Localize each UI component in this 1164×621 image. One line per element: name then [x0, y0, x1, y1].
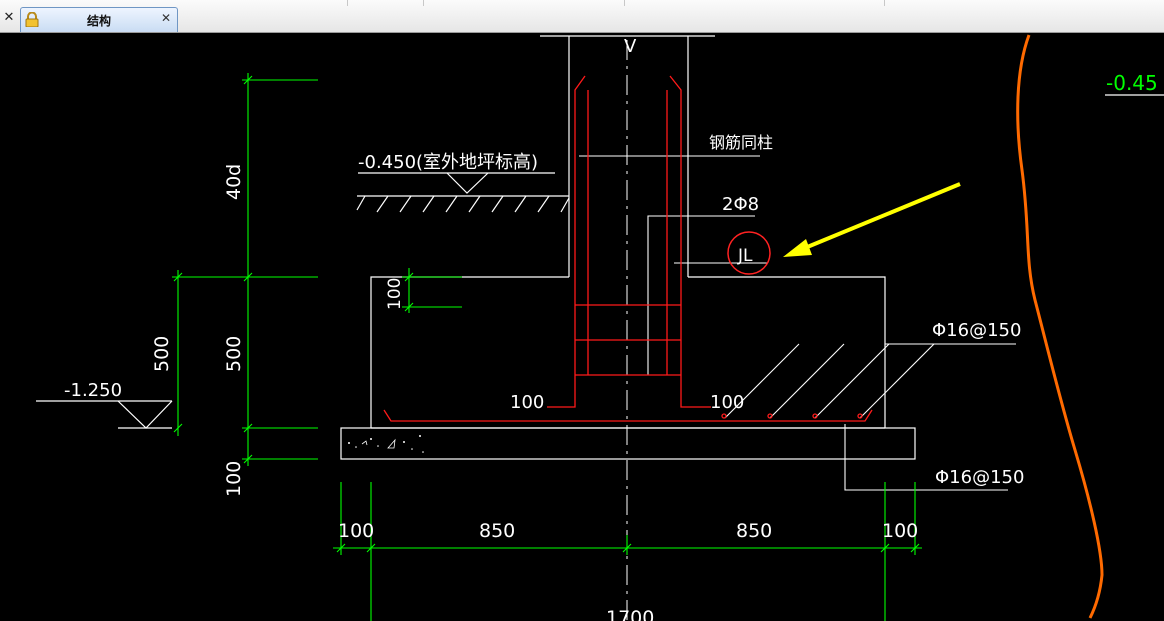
divider — [347, 0, 348, 6]
ground-line — [356, 195, 570, 213]
dimension-850-right: 850 — [736, 520, 772, 542]
dimension-1700: 1700 — [606, 607, 654, 621]
tab-structure[interactable]: 结构 ✕ — [20, 7, 178, 32]
divider — [884, 0, 885, 6]
dimension-500-mid: 500 — [223, 336, 245, 372]
rebar-bottom-label: Φ16@150 — [935, 467, 1024, 488]
concrete-hatch — [348, 435, 424, 453]
rebar-same-as-column-label: 钢筋同柱 — [709, 133, 773, 152]
dimension-lines-vertical — [172, 73, 462, 466]
hook-length-right: 100 — [710, 392, 744, 413]
dimension-40d: 40d — [223, 164, 245, 200]
rebar-top-label: Φ16@150 — [932, 320, 1021, 341]
tab-title: 结构 — [86, 14, 111, 28]
dimension-100-bottom-left: 100 — [223, 461, 245, 497]
lock-icon — [25, 12, 39, 27]
beam-mark-label: JL — [737, 246, 753, 266]
dimension-850-left: 850 — [479, 520, 515, 542]
elevation-outdoor-symbol — [358, 172, 555, 194]
dimension-100-bottom-a: 100 — [338, 520, 374, 542]
divider — [624, 0, 625, 6]
dimension-100-small: 100 — [385, 278, 405, 310]
close-icon[interactable]: ✕ — [3, 10, 15, 25]
callout-leaders — [579, 155, 1016, 491]
divider — [423, 0, 424, 6]
document-tab-bar: ✕ 结构 ✕ — [0, 0, 1164, 33]
hook-length-left: 100 — [510, 392, 544, 413]
elevation-bottom-symbol — [36, 400, 173, 429]
tab-close-icon[interactable]: ✕ — [160, 11, 171, 25]
rebar-2phi8-label: 2Φ8 — [722, 194, 759, 215]
cad-canvas[interactable]: V -0.450(室外地坪标高) -1.250 -0.45 — [0, 33, 1164, 621]
elevation-bottom-label: -1.250 — [64, 380, 122, 401]
elevation-outdoor-label: -0.450(室外地坪标高) — [358, 152, 538, 173]
dimension-100-bottom-b: 100 — [882, 520, 918, 542]
elevation-right-label: -0.45 — [1106, 71, 1158, 95]
cushion-layer — [340, 427, 916, 460]
boundary-curve — [1016, 34, 1104, 619]
dimension-lines-horizontal — [333, 482, 922, 621]
column-mark: V — [624, 36, 637, 57]
rebar-red — [383, 75, 873, 422]
yellow-arrow — [783, 182, 961, 257]
beam-mark-circle — [727, 231, 771, 275]
dimension-500-left: 500 — [151, 336, 173, 372]
